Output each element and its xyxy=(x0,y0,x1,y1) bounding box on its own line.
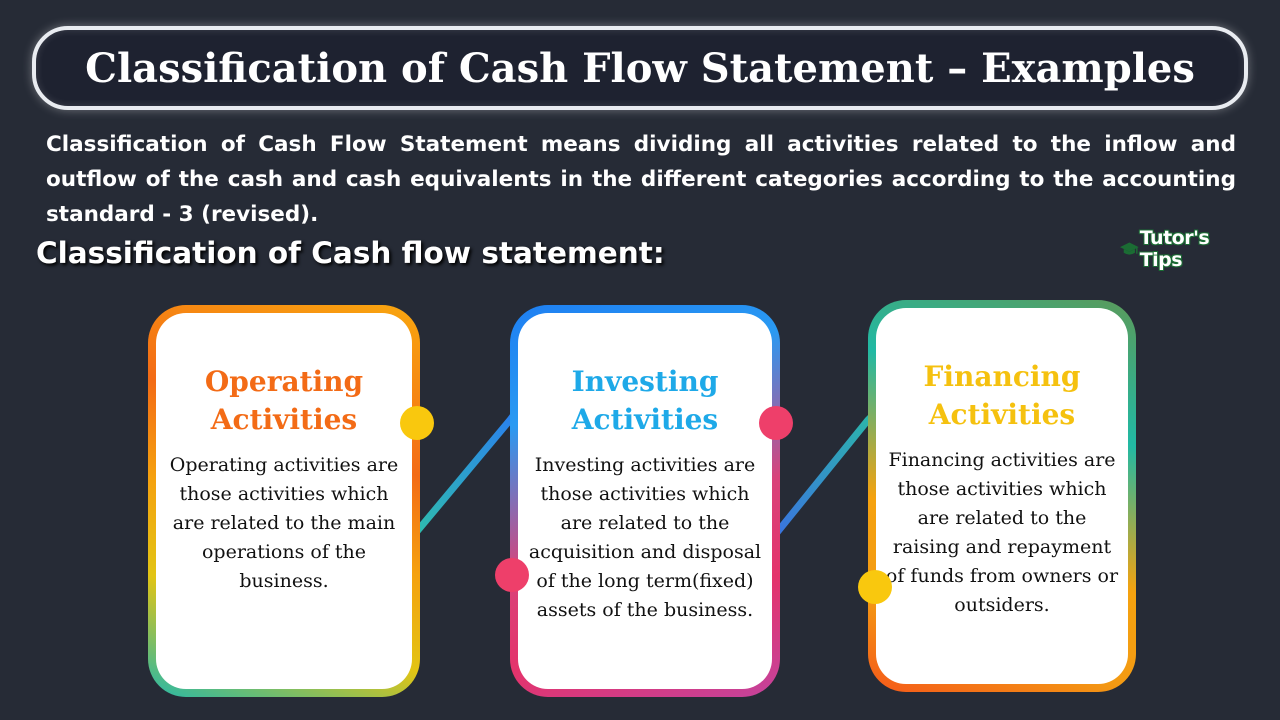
graduation-cap-icon xyxy=(1120,242,1139,255)
card-investing-title-line1: Investing xyxy=(571,365,719,398)
card-investing-title: Investing Activities xyxy=(518,363,772,439)
card-investing-title-line2: Activities xyxy=(571,403,719,436)
card-operating-body: Operating activities are those activitie… xyxy=(169,454,399,592)
logo-text: Tutor's Tips xyxy=(1139,227,1210,271)
card-financing: Financing Activities Financing activitie… xyxy=(868,300,1136,692)
card-operating-title-line2: Activities xyxy=(210,403,358,436)
card-operating-title-line1: Operating xyxy=(204,365,364,398)
connector-investing-financing xyxy=(771,410,878,554)
card-financing-title-line1: Financing xyxy=(923,360,1081,393)
card-operating-title: Operating Activities xyxy=(156,363,412,439)
card-investing-body: Investing activities are those activitie… xyxy=(528,454,762,621)
dot-pink-investing-left xyxy=(495,558,529,592)
card-financing-inner: Financing Activities Financing activitie… xyxy=(876,308,1128,684)
card-investing-inner: Investing Activities Investing activitie… xyxy=(518,313,772,689)
page-title: Classification of Cash Flow Statement – … xyxy=(85,44,1195,92)
tutors-tips-logo: Tutor's Tips xyxy=(1120,227,1250,271)
card-operating-inner: Operating Activities Operating activitie… xyxy=(156,313,412,689)
card-financing-body: Financing activities are those activitie… xyxy=(885,449,1119,616)
dot-pink-investing-right xyxy=(759,406,793,440)
dot-yellow-operating xyxy=(400,406,434,440)
dot-yellow-financing xyxy=(858,570,892,604)
card-financing-title-line2: Activities xyxy=(928,398,1076,431)
title-banner: Classification of Cash Flow Statement – … xyxy=(32,26,1248,110)
intro-paragraph: Classification of Cash Flow Statement me… xyxy=(46,132,1236,227)
card-operating: Operating Activities Operating activitie… xyxy=(148,305,420,697)
section-heading: Classification of Cash flow statement: xyxy=(36,236,665,270)
card-financing-title: Financing Activities xyxy=(876,358,1128,434)
card-investing: Investing Activities Investing activitie… xyxy=(510,305,780,697)
